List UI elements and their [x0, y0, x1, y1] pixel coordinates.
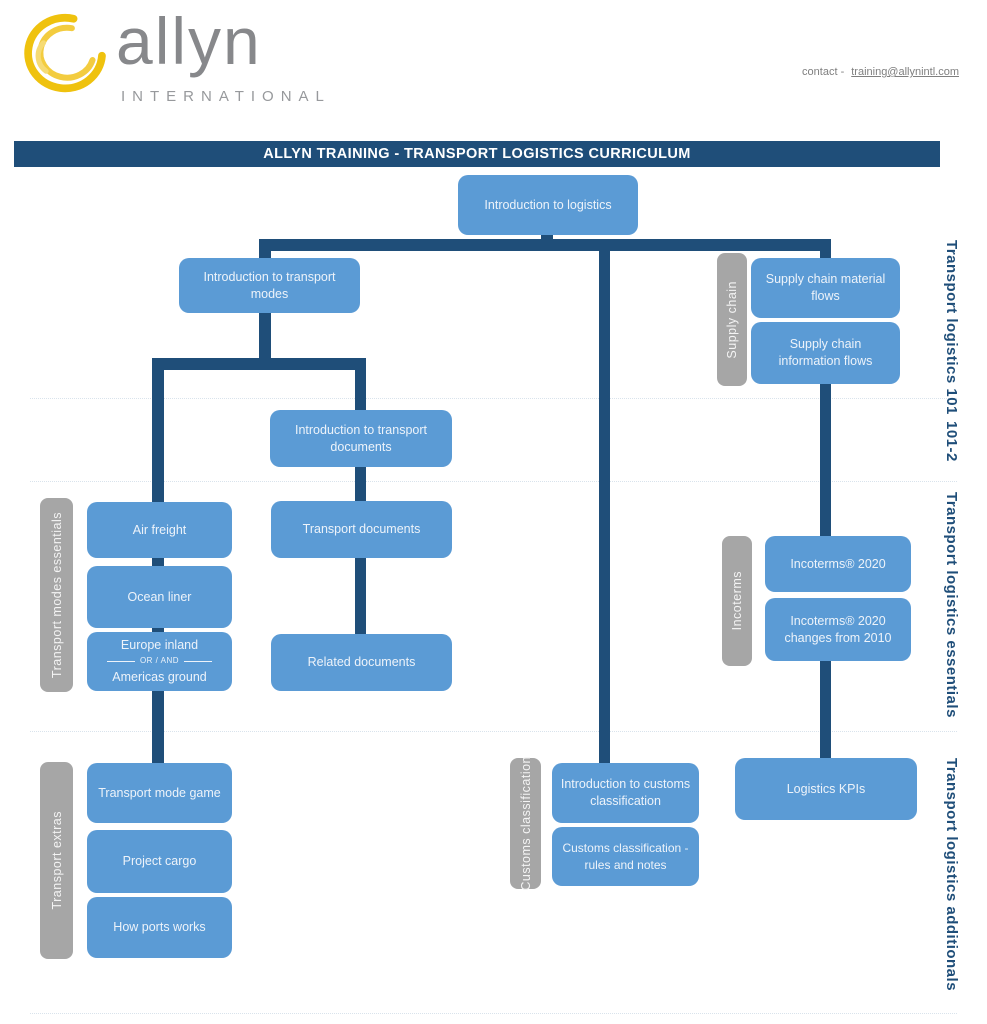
node-label: Transport documents	[302, 522, 421, 537]
allyn-logo-icon	[24, 13, 106, 93]
node-how-ports-works: How ports works	[87, 897, 232, 958]
contact-line: contact - training@allynintl.com	[802, 66, 959, 78]
section-label-transport-logistics-additionals: Transport logistics additionals	[943, 758, 960, 992]
group-label: Customs classification	[518, 756, 533, 891]
node-label-top: Europe inland	[120, 638, 199, 653]
section-label-transport-logistics-essentials: Transport logistics essentials	[943, 492, 960, 718]
node-incoterms-2020-changes: Incoterms® 2020 changes from 2010	[765, 598, 911, 661]
contact-label: contact -	[802, 66, 845, 78]
node-transport-mode-game: Transport mode game	[87, 763, 232, 823]
contact-email-link[interactable]: training@allynintl.com	[851, 66, 959, 78]
logo-subtitle: INTERNATIONAL	[121, 88, 331, 105]
node-label-bottom: Americas ground	[112, 669, 207, 684]
node-label: Air freight	[132, 522, 187, 537]
or-and-label: OR / AND	[139, 656, 180, 666]
node-label: Customs classification - rules and notes	[562, 841, 689, 872]
connector-modes-down	[259, 311, 271, 358]
connector-main-horizontal	[259, 239, 831, 251]
connector-modes-column	[152, 358, 164, 766]
connector-supply-to-incoterms	[820, 382, 831, 539]
divider-rule-right	[184, 660, 213, 662]
divider-rule-left	[106, 660, 135, 662]
node-intro-customs-classification: Introduction to customs classification	[552, 763, 699, 823]
node-project-cargo: Project cargo	[87, 830, 232, 893]
connector-modes-horizontal	[152, 358, 366, 370]
group-bar-incoterms: Incoterms	[722, 536, 752, 666]
logo-wordmark: allyn	[116, 4, 262, 78]
node-intro-transport-modes: Introduction to transport modes	[179, 258, 360, 313]
node-transport-documents: Transport documents	[271, 501, 452, 558]
connector-incoterms-to-kpis	[820, 658, 831, 761]
section-label-transport-logistics-101: Transport logistics 101	[943, 240, 960, 415]
separator-additionals	[30, 1013, 957, 1014]
node-label: Project cargo	[122, 854, 197, 869]
node-intro-logistics: Introduction to logistics	[458, 175, 638, 235]
node-label: Incoterms® 2020	[790, 556, 886, 571]
separator-101-2	[30, 481, 957, 482]
node-label: Logistics KPIs	[786, 781, 866, 796]
node-label: Supply chain material flows	[765, 272, 886, 303]
node-label: Introduction to transport modes	[203, 269, 336, 301]
group-label: Incoterms	[730, 571, 744, 631]
connector-right-drop	[820, 239, 831, 261]
node-label: Incoterms® 2020 changes from 2010	[784, 613, 892, 645]
node-label: How ports works	[113, 920, 206, 935]
page-title: ALLYN TRAINING - TRANSPORT LOGISTICS CUR…	[14, 141, 940, 167]
node-customs-rules-notes: Customs classification - rules and notes	[552, 827, 699, 886]
separator-essentials	[30, 731, 957, 732]
or-and-divider: OR / AND	[106, 656, 213, 667]
node-label: Introduction to transport documents	[294, 422, 428, 454]
node-label: Introduction to logistics	[484, 197, 612, 212]
group-label: Transport modes essentials	[49, 511, 64, 679]
node-label: Transport mode game	[98, 785, 221, 800]
separator-101	[30, 398, 957, 399]
section-label-101-2: 101-2	[943, 420, 960, 462]
node-ocean-liner: Ocean liner	[87, 566, 232, 628]
connector-documents-column	[355, 358, 366, 638]
node-air-freight: Air freight	[87, 502, 232, 558]
node-related-documents: Related documents	[271, 634, 452, 691]
connector-left-drop	[259, 239, 271, 261]
group-bar-supply-chain: Supply chain	[717, 253, 747, 386]
node-incoterms-2020: Incoterms® 2020	[765, 536, 911, 592]
node-label: Introduction to customs classification	[560, 777, 691, 808]
node-intro-transport-documents: Introduction to transport documents	[270, 410, 452, 467]
node-supply-chain-information-flows: Supply chain information flows	[751, 322, 900, 384]
group-label: Supply chain	[725, 280, 739, 359]
node-label: Supply chain information flows	[778, 337, 873, 368]
group-bar-transport-extras: Transport extras	[40, 762, 73, 959]
group-bar-transport-modes-essentials: Transport modes essentials	[40, 498, 73, 692]
group-bar-customs-classification: Customs classification	[510, 756, 541, 891]
node-logistics-kpis: Logistics KPIs	[735, 758, 917, 820]
connector-root-stub	[541, 232, 553, 242]
group-label: Transport extras	[49, 811, 64, 910]
connector-center-drop	[599, 239, 610, 766]
node-europe-inland-americas-ground: Europe inland OR / AND Americas ground	[87, 632, 232, 691]
node-label: Related documents	[307, 655, 416, 670]
node-label: Ocean liner	[127, 589, 192, 604]
node-supply-chain-material-flows: Supply chain material flows	[751, 258, 900, 318]
